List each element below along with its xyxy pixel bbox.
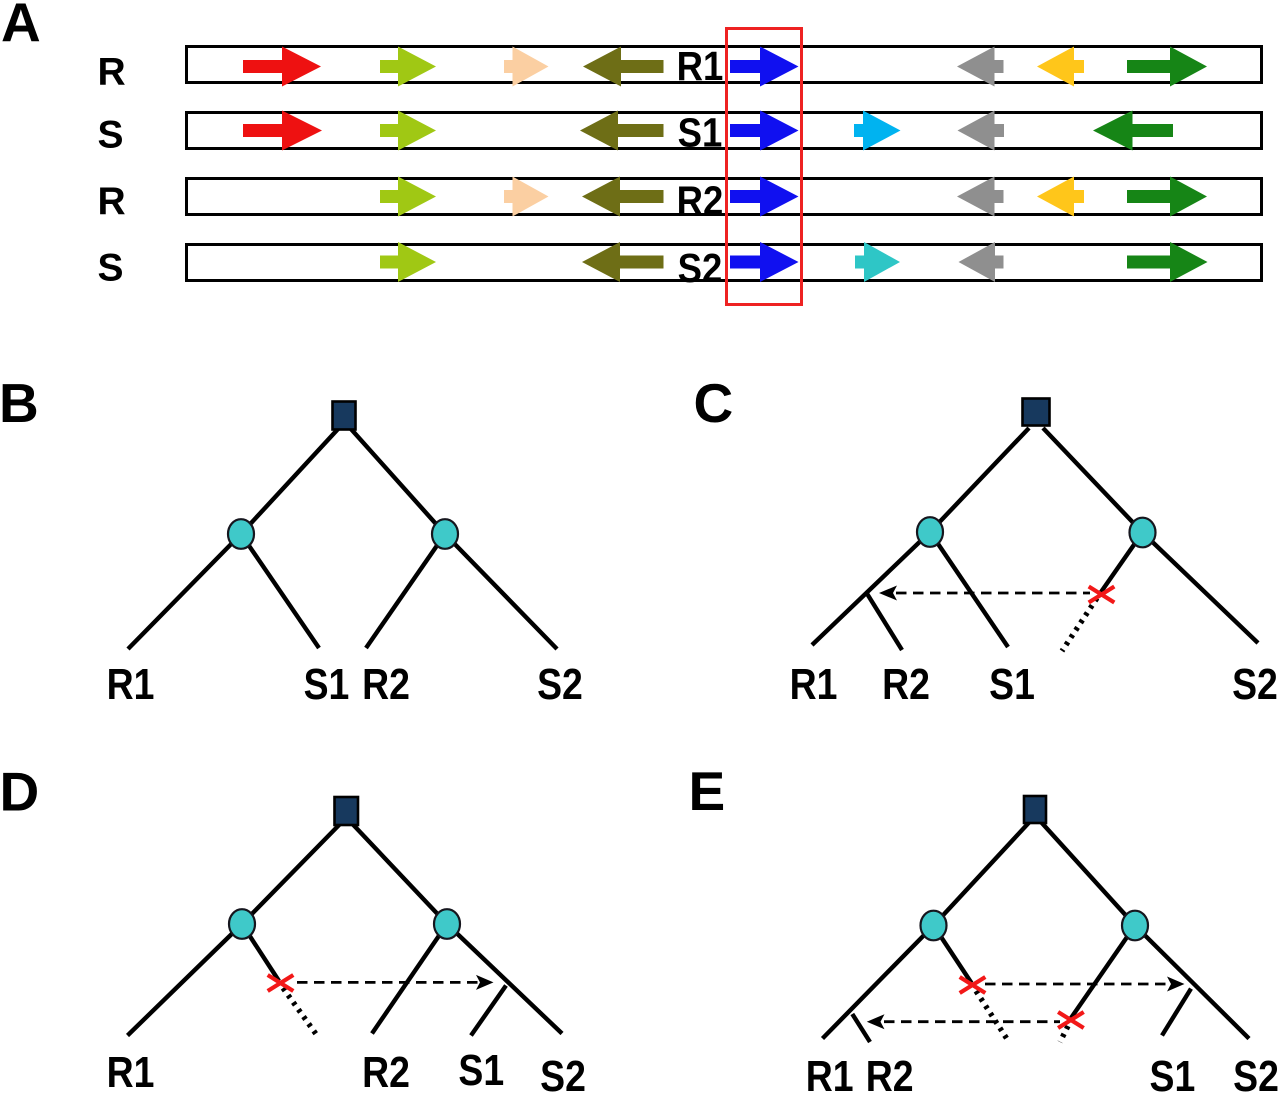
svg-text:S1: S1 <box>304 659 350 708</box>
svg-text:S2: S2 <box>540 1051 586 1093</box>
svg-text:R2: R2 <box>677 179 724 224</box>
svg-text:R: R <box>98 51 126 94</box>
svg-text:S1: S1 <box>989 659 1035 708</box>
svg-text:S2: S2 <box>1233 1051 1279 1093</box>
svg-text:R2: R2 <box>882 659 930 708</box>
svg-text:R2: R2 <box>362 659 410 708</box>
svg-text:A: A <box>1 0 41 53</box>
svg-text:R1: R1 <box>790 659 838 708</box>
svg-text:S: S <box>98 114 124 157</box>
svg-text:R2: R2 <box>866 1051 914 1093</box>
svg-text:R1: R1 <box>107 659 155 708</box>
svg-text:S1: S1 <box>458 1045 504 1093</box>
svg-text:D: D <box>0 761 39 823</box>
svg-text:C: C <box>694 372 734 434</box>
svg-text:E: E <box>689 760 726 822</box>
svg-text:R1: R1 <box>677 44 724 89</box>
svg-text:R1: R1 <box>806 1051 854 1093</box>
svg-text:S2: S2 <box>678 246 723 291</box>
svg-text:S2: S2 <box>537 659 583 708</box>
svg-text:S: S <box>98 247 124 290</box>
svg-text:R: R <box>98 180 126 223</box>
svg-text:S2: S2 <box>1232 659 1278 708</box>
svg-text:R2: R2 <box>362 1047 410 1093</box>
svg-text:S1: S1 <box>1150 1051 1196 1093</box>
svg-text:B: B <box>0 372 39 434</box>
svg-text:S1: S1 <box>678 111 723 156</box>
svg-text:R1: R1 <box>107 1047 155 1093</box>
